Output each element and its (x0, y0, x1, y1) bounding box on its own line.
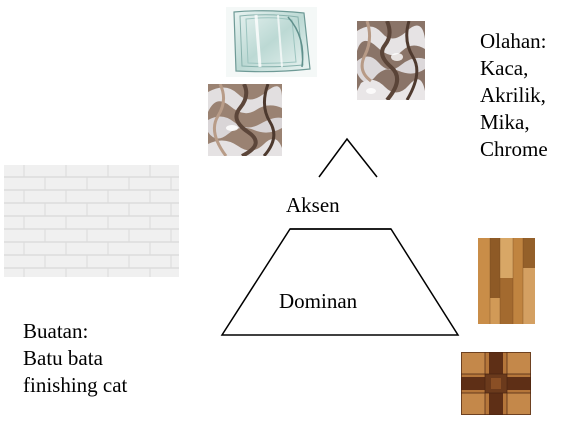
made-item-brick: Batu bata (23, 346, 103, 370)
chrome-sheet-image-2 (208, 84, 282, 156)
dominant-label: Dominan (279, 289, 358, 313)
processed-item-acrylic: Akrilik, (480, 83, 546, 107)
made-materials-text: Buatan: Batu bata finishing cat (23, 318, 127, 399)
made-item-finish: finishing cat (23, 373, 128, 397)
wood-plank-image (478, 238, 535, 324)
painted-brick-wall-image (4, 165, 179, 277)
processed-item-glass: Kaca, (480, 56, 529, 80)
accent-triangle (318, 137, 378, 178)
processed-heading: Olahan: (480, 29, 547, 53)
chrome-sheet-image (357, 21, 425, 100)
glass-sheet-image (226, 7, 317, 77)
dominant-trapezoid (220, 228, 460, 336)
processed-materials-text: Olahan: Kaca, Akrilik, Mika, Chrome (480, 28, 548, 163)
accent-label: Aksen (286, 193, 340, 217)
wood-parquet-image (461, 352, 531, 415)
processed-item-mica: Mika, (480, 110, 530, 134)
made-heading: Buatan: (23, 319, 89, 343)
processed-item-chrome: Chrome (480, 137, 548, 161)
